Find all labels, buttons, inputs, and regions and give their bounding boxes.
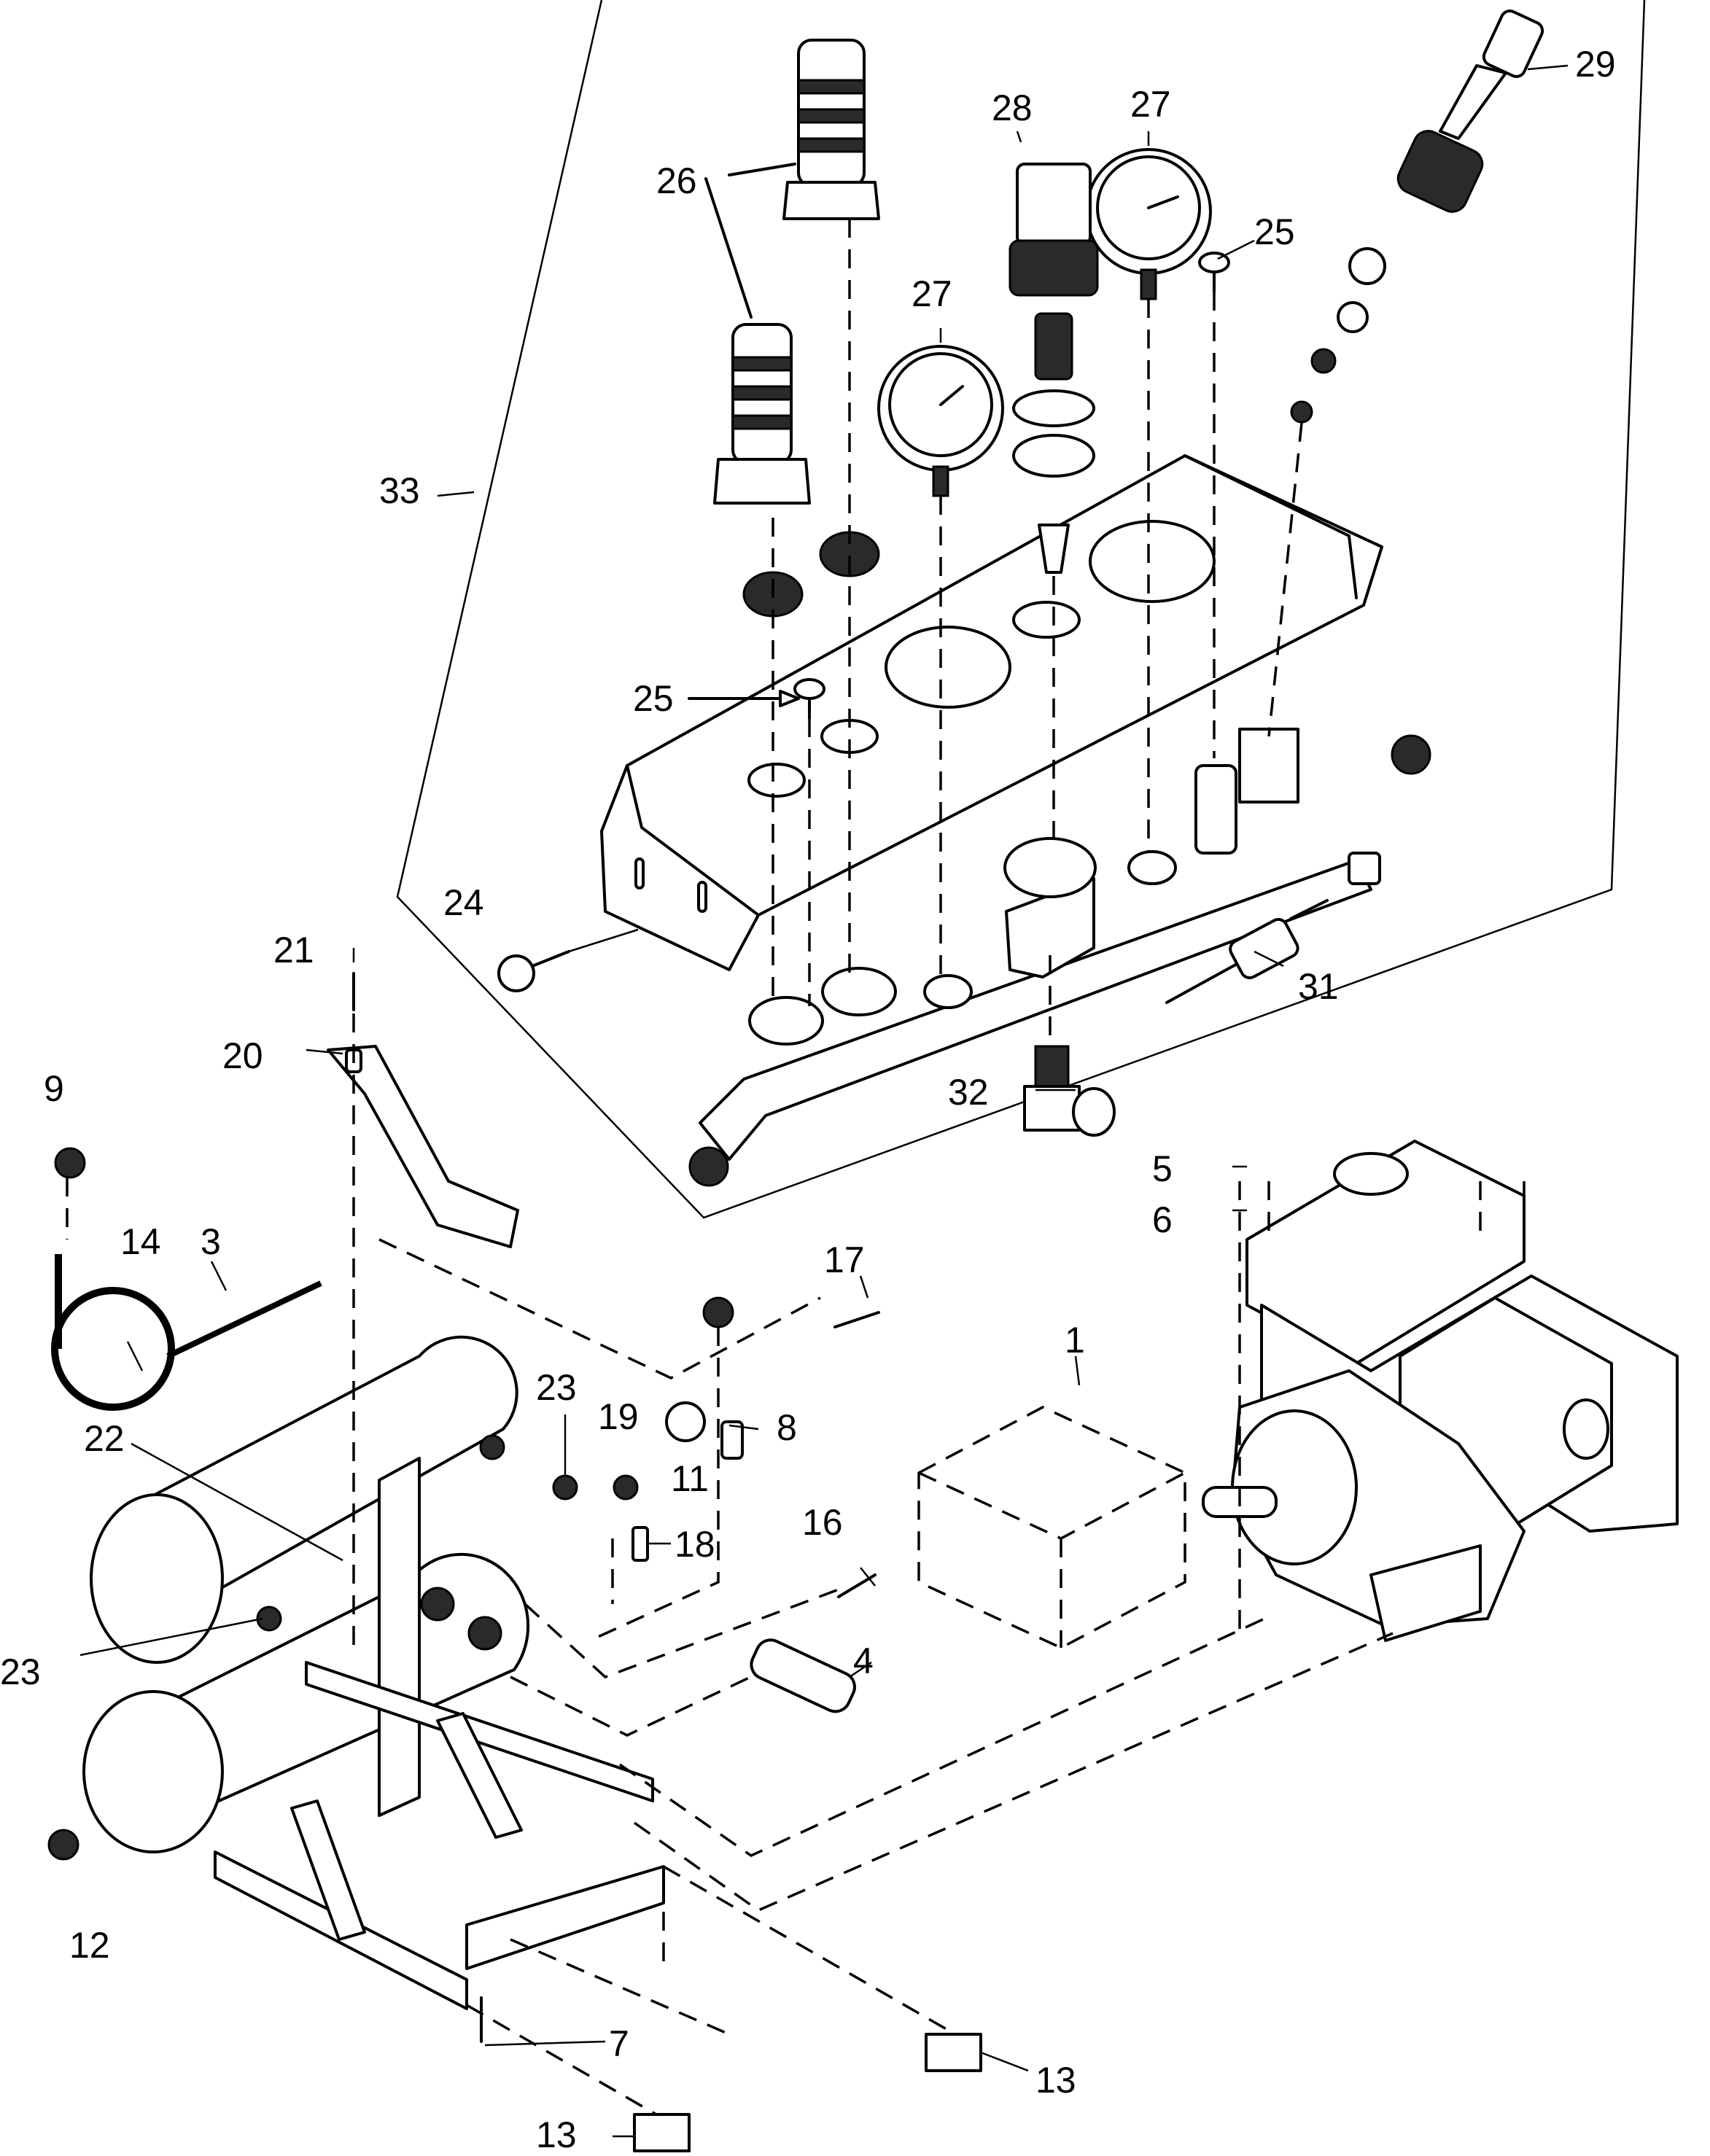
gauge-hole-right	[1089, 520, 1216, 603]
part-27-pressure-gauges	[877, 148, 1212, 497]
callout-28: 28	[992, 87, 1033, 128]
callout-16: 16	[802, 1502, 843, 1543]
callout-21: 21	[273, 930, 314, 970]
callout-8: 8	[777, 1407, 797, 1448]
part-26-quick-couplers	[704, 39, 880, 505]
manifold	[688, 728, 1431, 1187]
part-22-frame	[214, 1457, 665, 2043]
part-4-nipple	[750, 1638, 856, 1713]
callout-13-right: 13	[1035, 2060, 1076, 2101]
callout-31: 31	[1298, 966, 1339, 1007]
callout-27-top: 27	[1130, 84, 1171, 125]
callout-33: 33	[379, 470, 420, 511]
callout-7: 7	[609, 2023, 629, 2064]
callout-13-left: 13	[536, 2114, 577, 2155]
callout-22: 22	[84, 1418, 125, 1459]
assembly-lines-lower	[352, 1013, 1526, 2116]
part-9-fitting	[54, 1147, 86, 1179]
callout-5: 5	[1152, 1148, 1173, 1189]
coupler-nuts	[742, 531, 880, 618]
callout-26: 26	[656, 160, 697, 201]
part-17-bolt	[833, 1311, 880, 1328]
callout-17: 17	[824, 1239, 865, 1280]
callout-24: 24	[443, 882, 484, 923]
callout-27-left: 27	[912, 273, 952, 314]
callout-6: 6	[1152, 1199, 1173, 1240]
part-31-pressure-switch	[1165, 899, 1329, 1004]
callouts: 33 29 28 27 27 25 25 26 24 31 32 21 20 9…	[0, 44, 1616, 2155]
misc-fittings	[47, 1296, 982, 2152]
part-23-plug-right	[552, 1474, 578, 1501]
callout-11: 11	[671, 1458, 709, 1499]
callout-25-top: 25	[1254, 211, 1295, 252]
callout-18: 18	[675, 1524, 715, 1565]
part-19-nut	[613, 1474, 639, 1501]
callout-29: 29	[1575, 44, 1616, 85]
callout-23-left: 23	[0, 1651, 41, 1692]
coupler-hole-left	[747, 763, 806, 798]
panel-cover	[600, 454, 1383, 971]
callout-23-right: 23	[536, 1367, 577, 1408]
callout-20: 20	[222, 1035, 263, 1076]
part-11-fitting	[665, 1401, 706, 1442]
part-13-foot-left	[633, 2113, 691, 2152]
part-1-hidden-block	[917, 1406, 1186, 1649]
part-28-regulator	[1008, 163, 1099, 574]
engine-pump-unit	[1202, 1140, 1679, 1642]
part-20-handle-bracket	[327, 972, 519, 1248]
part-3-air-tanks	[82, 1335, 530, 1853]
part-14-hose	[51, 1147, 322, 1411]
assembly-lines-upper	[772, 219, 1303, 1043]
part-8-fitting-top	[702, 1296, 734, 1328]
callout-1: 1	[1065, 1320, 1085, 1361]
regulator-hole	[1012, 601, 1081, 639]
callout-19: 19	[598, 1396, 639, 1437]
callout-12: 12	[69, 1925, 110, 1966]
gauge-hole-left	[885, 626, 1011, 709]
part-12-drain	[47, 1829, 79, 1861]
callout-9: 9	[44, 1068, 64, 1109]
part-13-foot-right	[925, 2033, 982, 2072]
part-23-plug-left	[256, 1606, 282, 1632]
part-33-panel-assembly	[396, 0, 1646, 1219]
callout-3: 3	[201, 1221, 221, 1262]
part-8-fitting	[720, 1420, 744, 1460]
part-29-safety-valve	[1290, 9, 1544, 424]
callout-14: 14	[120, 1221, 161, 1262]
callout-4: 4	[853, 1641, 874, 1681]
leader-lines	[79, 64, 1569, 2138]
part-24-screw	[497, 928, 639, 992]
callout-32: 32	[948, 1072, 989, 1113]
callout-25-left: 25	[633, 678, 674, 719]
part-32-elbow	[1023, 1045, 1116, 1137]
part-18-pin	[631, 1526, 649, 1562]
